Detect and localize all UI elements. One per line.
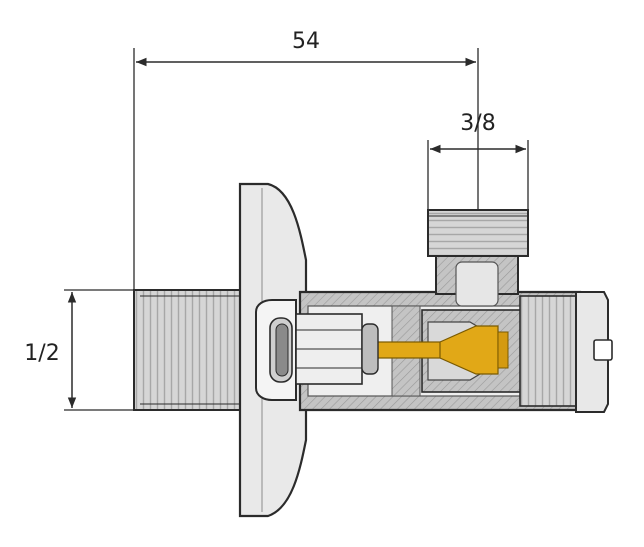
outlet-thread-label: 3/8 — [460, 111, 495, 136]
outlet-connection — [427, 209, 529, 307]
handle-cap — [575, 291, 613, 413]
dimension-outlet-thread: 3/8 — [427, 111, 529, 210]
inlet-cartridge — [255, 299, 379, 401]
dimension-overall-length: 54 — [133, 29, 479, 290]
screw-slot — [593, 339, 613, 361]
spindle — [371, 325, 509, 375]
cap-threads — [519, 295, 581, 407]
overall-length-label: 54 — [292, 29, 320, 54]
dimension-inlet-thread: 1/2 — [24, 289, 136, 411]
inlet-threaded-stem — [133, 289, 247, 411]
inlet-thread-label: 1/2 — [24, 341, 59, 366]
